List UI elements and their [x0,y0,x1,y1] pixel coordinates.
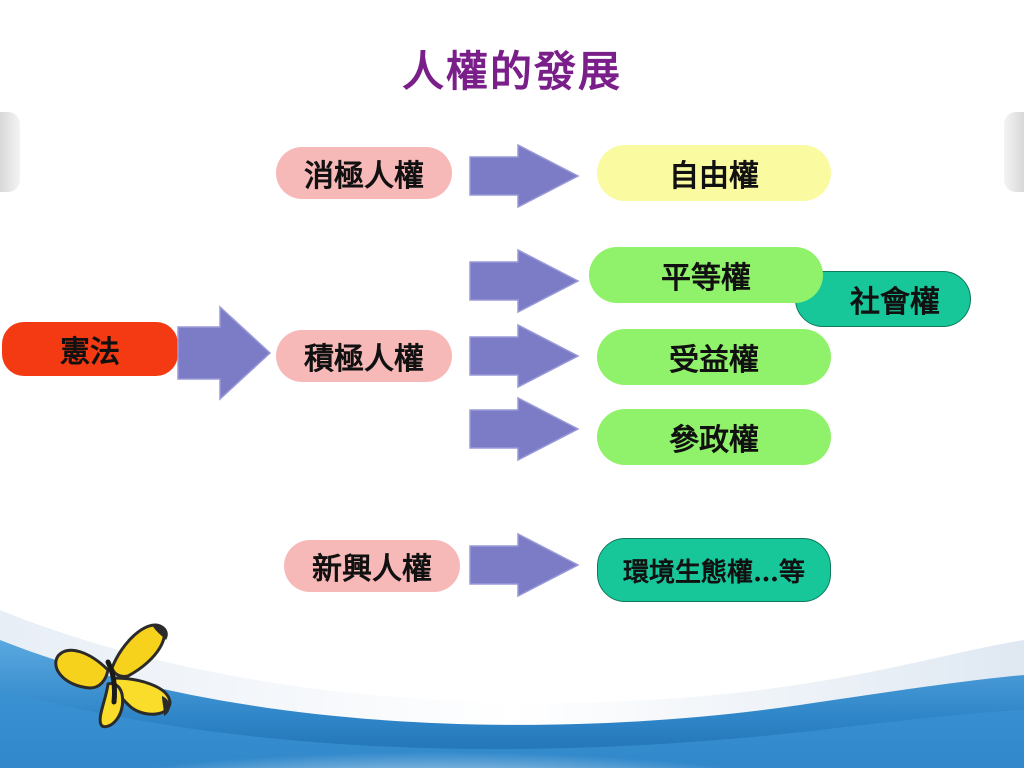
arrow-negative-to-liberty [469,143,580,209]
negative-rights-box: 消極人權 [276,147,452,199]
page-title: 人權的發展 [401,47,622,96]
participation-right-box: 參政權 [597,409,831,465]
arrow-emerging-to-environment [469,532,580,598]
arrow-source-to-positive [177,305,272,401]
positive-rights-box: 積極人權 [276,330,452,382]
arrow-positive-to-benefit [469,323,580,389]
constitution-box: 憲法 [2,322,178,376]
left-edge-decoration [0,112,20,192]
benefit-right-box: 受益權 [597,329,831,385]
arrow-positive-to-participation [469,396,580,462]
equality-right-box: 平等權 [589,247,823,303]
right-edge-decoration [1004,112,1024,192]
environment-right-box: 環境生態權…等 [597,538,831,602]
butterfly-icon [54,623,172,729]
arrow-positive-to-equality [469,248,580,314]
social-right-box: 社會權 [795,271,971,327]
liberty-right-box: 自由權 [597,145,831,201]
emerging-rights-box: 新興人權 [284,540,460,592]
